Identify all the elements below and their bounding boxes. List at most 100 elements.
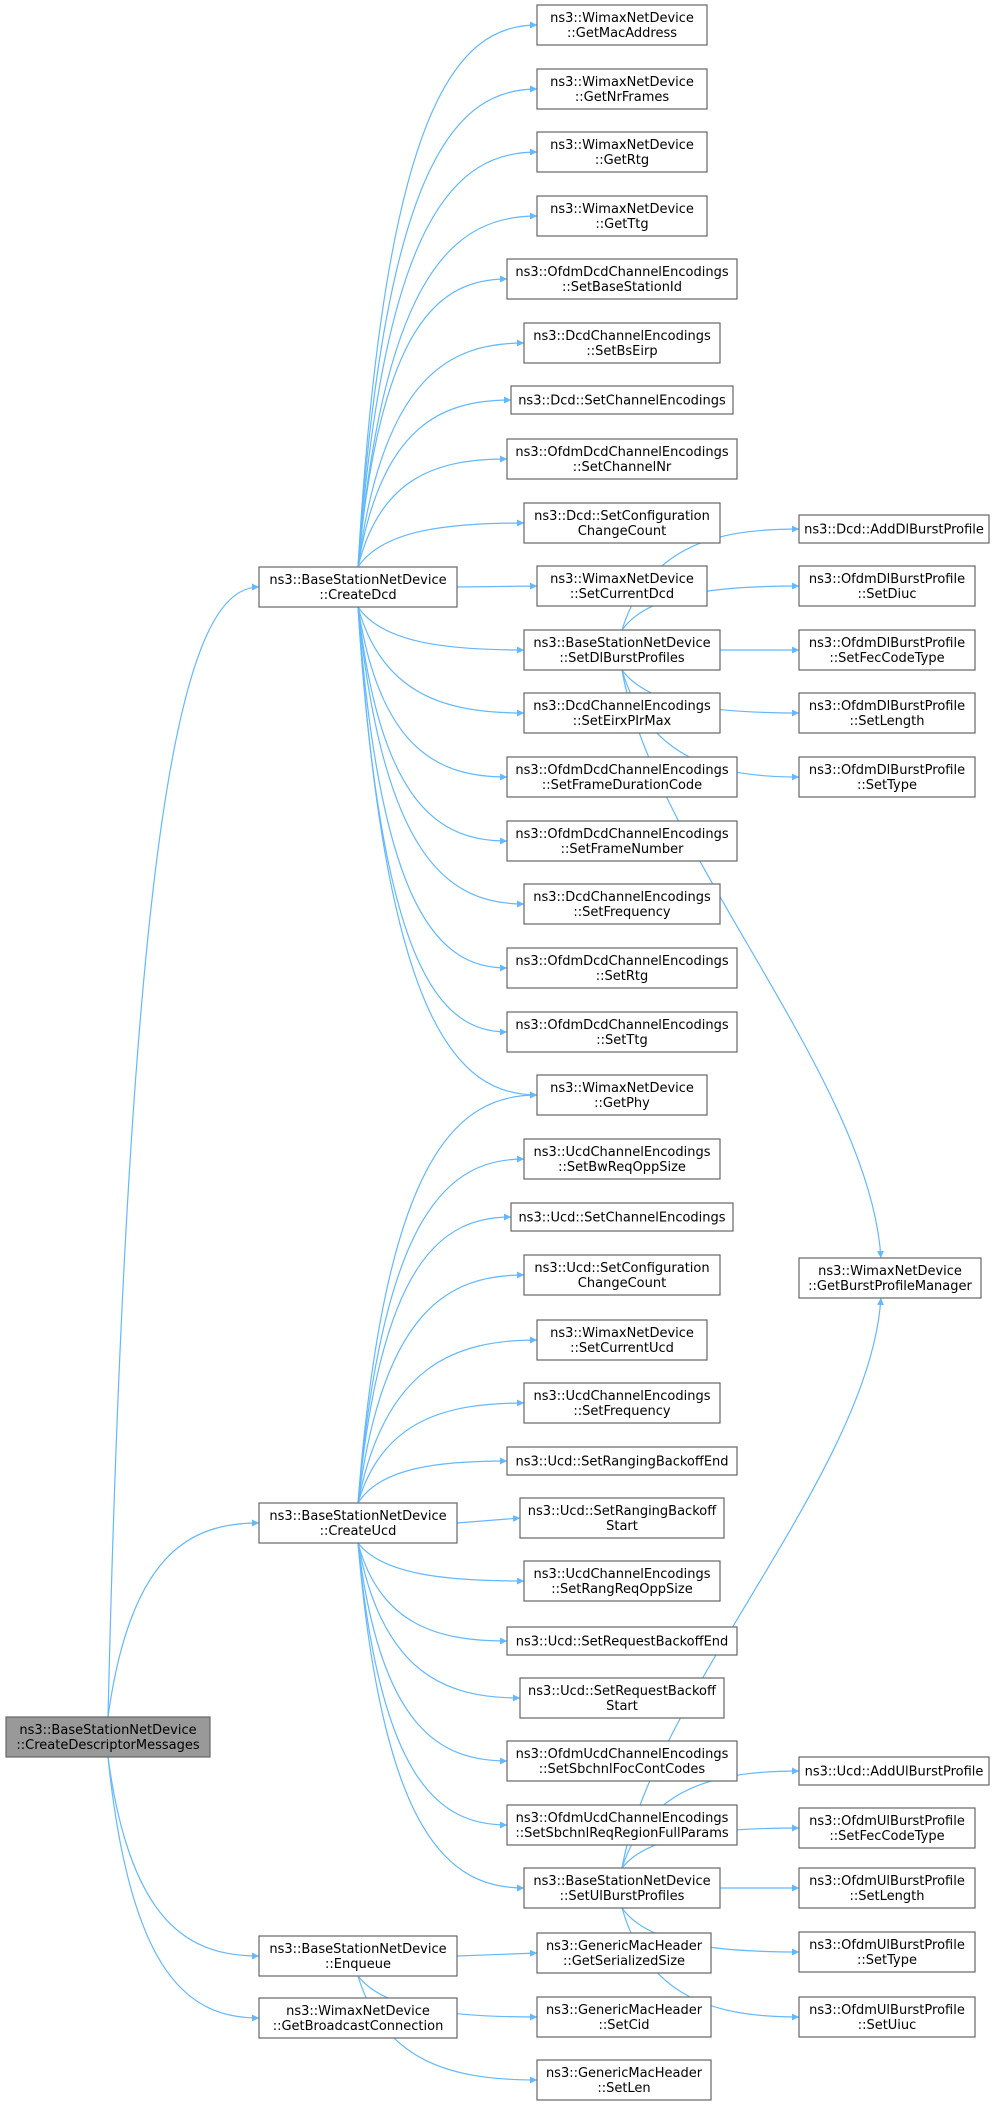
node-enqueue[interactable]: ns3::BaseStationNetDevice::Enqueue bbox=[258, 1935, 458, 1977]
node-label-line: ns3::Ucd::SetRequestBackoff bbox=[528, 1684, 717, 1699]
node-label-line: ::SetRtg bbox=[596, 969, 649, 984]
node-label-line: ns3::GenericMacHeader bbox=[546, 2003, 703, 2018]
node-addDlBP[interactable]: ns3::Dcd::AddDlBurstProfile bbox=[798, 514, 990, 544]
node-ucdSetCE[interactable]: ns3::Ucd::SetChannelEncodings bbox=[510, 1202, 734, 1232]
node-label-line: ns3::Ucd::AddUlBurstProfile bbox=[805, 1765, 984, 1780]
node-createUcd[interactable]: ns3::BaseStationNetDevice::CreateUcd bbox=[258, 1502, 458, 1544]
node-label-line: ns3::OfdmDlBurstProfile bbox=[809, 699, 965, 714]
node-label-line: ns3::BaseStationNetDevice bbox=[269, 1942, 446, 1957]
node-setCurDcd[interactable]: ns3::WimaxNetDevice::SetCurrentDcd bbox=[536, 565, 708, 607]
edge-createDcd-to-getMac bbox=[357, 21, 538, 568]
node-ulSetFec[interactable]: ns3::OfdmUlBurstProfile::SetFecCodeType bbox=[798, 1807, 976, 1849]
node-label-line: ns3::WimaxNetDevice bbox=[550, 1081, 694, 1096]
node-getTtg[interactable]: ns3::WimaxNetDevice::GetTtg bbox=[536, 195, 708, 237]
edge-root-to-enqueue bbox=[107, 1756, 260, 1960]
node-label-line: ns3::BaseStationNetDevice bbox=[19, 1723, 196, 1738]
edge-createDcd-to-setCurDcd bbox=[456, 582, 538, 590]
node-label-line: ns3::BaseStationNetDevice bbox=[533, 636, 710, 651]
node-label-line: ns3::OfdmUlBurstProfile bbox=[809, 1938, 965, 1953]
node-label-line: ns3::OfdmDcdChannelEncodings bbox=[515, 763, 728, 778]
edge-createUcd-to-setSbFoc bbox=[357, 1542, 508, 1765]
node-getPhy[interactable]: ns3::WimaxNetDevice::GetPhy bbox=[536, 1074, 708, 1116]
node-label-line: ns3::WimaxNetDevice bbox=[550, 75, 694, 90]
edge-setUlBP-to-getBPM bbox=[621, 1297, 884, 1869]
node-setBwReq[interactable]: ns3::UcdChannelEncodings::SetBwReqOppSiz… bbox=[523, 1138, 721, 1180]
node-dlSetDiuc[interactable]: ns3::OfdmDlBurstProfile::SetDiuc bbox=[798, 565, 976, 607]
node-label-line: ::SetBsEirp bbox=[586, 344, 657, 359]
node-gmhSetLen[interactable]: ns3::GenericMacHeader::SetLen bbox=[536, 2059, 712, 2101]
node-setFDC[interactable]: ns3::OfdmDcdChannelEncodings::SetFrameDu… bbox=[506, 756, 738, 798]
node-label-line: ::GetRtg bbox=[595, 153, 649, 168]
edge-createDcd-to-setFN bbox=[357, 606, 508, 845]
node-setCurUcd[interactable]: ns3::WimaxNetDevice::SetCurrentUcd bbox=[536, 1319, 708, 1361]
node-setReqBEnd[interactable]: ns3::Ucd::SetRequestBackoffEnd bbox=[506, 1626, 738, 1656]
node-setDlBP[interactable]: ns3::BaseStationNetDevice::SetDlBurstPro… bbox=[523, 629, 721, 671]
node-setRBEnd[interactable]: ns3::Ucd::SetRangingBackoffEnd bbox=[506, 1446, 738, 1476]
node-label-line: ns3::Ucd::SetChannelEncodings bbox=[518, 1211, 725, 1226]
node-label-line: ::CreateDcd bbox=[319, 588, 396, 603]
node-setRtg[interactable]: ns3::OfdmDcdChannelEncodings::SetRtg bbox=[506, 947, 738, 989]
node-dlSetType[interactable]: ns3::OfdmDlBurstProfile::SetType bbox=[798, 756, 976, 798]
node-label-line: ::SetDiuc bbox=[857, 587, 916, 602]
node-createDcd[interactable]: ns3::BaseStationNetDevice::CreateDcd bbox=[258, 566, 458, 608]
node-ulSetUiuc[interactable]: ns3::OfdmUlBurstProfile::SetUiuc bbox=[798, 1996, 976, 2038]
edge-root-to-getBcast bbox=[107, 1756, 260, 2022]
node-root[interactable]: ns3::BaseStationNetDevice::CreateDescrip… bbox=[5, 1716, 211, 1758]
node-setChNr[interactable]: ns3::OfdmDcdChannelEncodings::SetChannel… bbox=[506, 438, 738, 480]
node-label-line: ns3::GenericMacHeader bbox=[546, 2066, 703, 2081]
node-label-line: ::SetTtg bbox=[596, 1033, 647, 1048]
edge-createDcd-to-getPhy bbox=[357, 606, 538, 1099]
node-dlSetLen[interactable]: ns3::OfdmDlBurstProfile::SetLength bbox=[798, 692, 976, 734]
node-label-line: ::SetUlBurstProfiles bbox=[560, 1889, 685, 1904]
node-ulSetType[interactable]: ns3::OfdmUlBurstProfile::SetType bbox=[798, 1931, 976, 1973]
node-setSbFoc[interactable]: ns3::OfdmUcdChannelEncodings::SetSbchnlF… bbox=[506, 1740, 738, 1782]
node-dcdSetCE[interactable]: ns3::Dcd::SetChannelEncodings bbox=[510, 385, 734, 415]
node-getBcast[interactable]: ns3::WimaxNetDevice::GetBroadcastConnect… bbox=[258, 1997, 458, 2039]
node-label-line: ns3::Ucd::SetConfiguration bbox=[534, 1261, 709, 1276]
edge-createUcd-to-ucdSetCE bbox=[357, 1213, 512, 1504]
node-setTtg[interactable]: ns3::OfdmDcdChannelEncodings::SetTtg bbox=[506, 1011, 738, 1053]
node-label-line: ::Enqueue bbox=[325, 1957, 391, 1972]
node-getNrFrames[interactable]: ns3::WimaxNetDevice::GetNrFrames bbox=[536, 68, 708, 110]
node-label-line: ::SetUiuc bbox=[858, 2018, 917, 2033]
node-setSbReq[interactable]: ns3::OfdmUcdChannelEncodings::SetSbchnlR… bbox=[506, 1804, 738, 1846]
node-setFN[interactable]: ns3::OfdmDcdChannelEncodings::SetFrameNu… bbox=[506, 820, 738, 862]
node-setBsId[interactable]: ns3::OfdmDcdChannelEncodings::SetBaseSta… bbox=[506, 258, 738, 300]
node-label-line: ns3::Ucd::SetRequestBackoffEnd bbox=[516, 1635, 729, 1650]
node-getSerSize[interactable]: ns3::GenericMacHeader::GetSerializedSize bbox=[536, 1932, 712, 1974]
node-setUlBP[interactable]: ns3::BaseStationNetDevice::SetUlBurstPro… bbox=[523, 1867, 721, 1909]
node-getMac[interactable]: ns3::WimaxNetDevice::GetMacAddress bbox=[536, 4, 708, 46]
node-ucdSetFreq[interactable]: ns3::UcdChannelEncodings::SetFrequency bbox=[523, 1382, 721, 1424]
nodes-layer: ns3::BaseStationNetDevice::CreateDescrip… bbox=[5, 4, 990, 2101]
node-label-line: ::SetChannelNr bbox=[573, 460, 672, 475]
node-label-line: ::SetSbchnlReqRegionFullParams bbox=[515, 1826, 728, 1841]
node-getBPM[interactable]: ns3::WimaxNetDevice::GetBurstProfileMana… bbox=[798, 1257, 982, 1299]
node-ulSetLen[interactable]: ns3::OfdmUlBurstProfile::SetLength bbox=[798, 1867, 976, 1909]
node-label-line: ns3::Dcd::SetConfiguration bbox=[534, 509, 710, 524]
node-label-line: ns3::OfdmDcdChannelEncodings bbox=[515, 954, 728, 969]
node-addUlBP[interactable]: ns3::Ucd::AddUlBurstProfile bbox=[798, 1756, 990, 1786]
node-label-line: ns3::Ucd::SetRangingBackoff bbox=[528, 1504, 717, 1519]
node-label-line: ::GetTtg bbox=[595, 217, 648, 232]
node-getRtg[interactable]: ns3::WimaxNetDevice::GetRtg bbox=[536, 131, 708, 173]
node-setRangReq[interactable]: ns3::UcdChannelEncodings::SetRangReqOppS… bbox=[523, 1560, 721, 1602]
edge-createUcd-to-setSbReq bbox=[357, 1542, 508, 1829]
node-label-line: ns3::OfdmUlBurstProfile bbox=[809, 1814, 965, 1829]
edge-createDcd-to-dcdSetCE bbox=[357, 396, 512, 568]
node-gmhSetCid[interactable]: ns3::GenericMacHeader::SetCid bbox=[536, 1996, 712, 2038]
node-label-line: ::SetFrameNumber bbox=[561, 842, 684, 857]
node-dlSetFec[interactable]: ns3::OfdmDlBurstProfile::SetFecCodeType bbox=[798, 629, 976, 671]
edge-createUcd-to-setRangReq bbox=[357, 1542, 525, 1585]
node-label-line: ::GetBroadcastConnection bbox=[273, 2019, 444, 2034]
node-setEirx[interactable]: ns3::DcdChannelEncodings::SetEirxPIrMax bbox=[523, 692, 721, 734]
edge-root-to-createUcd bbox=[107, 1519, 260, 1718]
edge-createUcd-to-setReqBEnd bbox=[357, 1542, 508, 1645]
node-label-line: ::SetSbchnlFocContCodes bbox=[539, 1762, 706, 1777]
node-setBsEirp[interactable]: ns3::DcdChannelEncodings::SetBsEirp bbox=[523, 322, 721, 364]
node-dcdSetFreq[interactable]: ns3::DcdChannelEncodings::SetFrequency bbox=[523, 883, 721, 925]
node-label-line: ::SetEirxPIrMax bbox=[573, 714, 672, 729]
